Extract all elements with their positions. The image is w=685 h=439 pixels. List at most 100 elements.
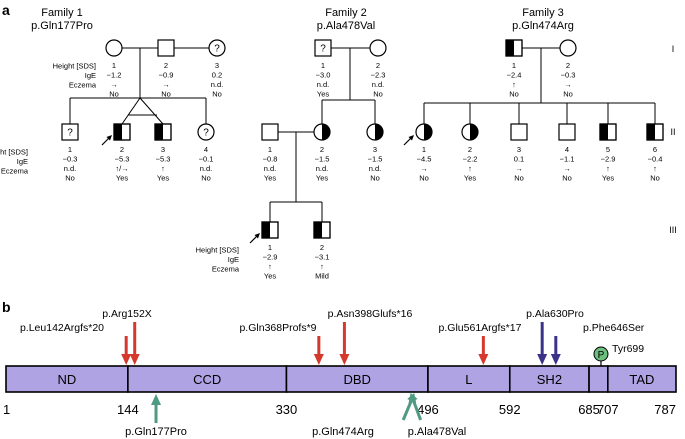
affected-half-fill	[647, 124, 655, 140]
ige-value: →	[420, 164, 428, 173]
member-number: 4	[204, 145, 208, 154]
domain-nd	[5, 365, 129, 393]
member-number: 2	[468, 145, 472, 154]
member-number: 3	[215, 61, 219, 70]
proband-arrow-head	[106, 135, 112, 141]
height-sds-value: −0.1	[199, 155, 214, 164]
family-3-gen-II-member-5: 5−2.9↑Yes	[599, 123, 617, 183]
height-sds-value: −4.5	[417, 155, 432, 164]
family-1-gen-II-member-3: 3−5.3↑Yes	[154, 123, 172, 183]
mutation-arrow-truncating-head	[313, 354, 324, 365]
mutation-arrow-bottom-shaft	[412, 400, 423, 421]
member-number: 1	[512, 61, 516, 70]
member-number: 2	[320, 243, 324, 252]
member-number: 2	[164, 61, 168, 70]
position-tick-label: 1	[3, 402, 10, 417]
family-1-gen-II-member-4: ?4−0.1n.d.No	[197, 123, 215, 183]
domain-label-ccd: CCD	[193, 372, 221, 387]
position-tick-label: 787	[654, 402, 676, 417]
domain-label-dbd: DBD	[343, 372, 370, 387]
member-number: 6	[653, 145, 657, 154]
eczema-value: No	[650, 174, 660, 183]
member-number: 4	[565, 145, 569, 154]
member-number: 1	[268, 243, 272, 252]
position-tick-label: 496	[417, 402, 439, 417]
proband-arrow-head	[408, 135, 414, 141]
height-sds-value: 0.1	[514, 155, 524, 164]
male-symbol-outline	[505, 39, 523, 57]
male-symbol-outline	[313, 221, 331, 239]
family-1-title: Family 1	[41, 7, 83, 19]
eczema-value: No	[509, 90, 519, 99]
affected-half-fill	[155, 124, 163, 140]
phosphorylation-symbol: P	[598, 350, 605, 361]
mutation-arrow-bottom-head	[151, 394, 162, 405]
eczema-label: Eczema	[1, 167, 29, 176]
female-symbol	[559, 39, 577, 57]
male-symbol-outline	[113, 123, 131, 141]
domain-dbd	[285, 365, 429, 393]
panel-b-label: b	[2, 299, 11, 315]
ige-value: →	[515, 164, 523, 173]
affected-half-fill	[322, 124, 330, 140]
position-tick-label: 685	[578, 402, 600, 417]
eczema-value: No	[65, 174, 75, 183]
mutation-arrow-truncating-head	[478, 354, 489, 365]
affected-half-fill	[314, 222, 322, 238]
unknown-status-mark: ?	[67, 128, 73, 139]
affected-half-fill	[262, 222, 270, 238]
mutation-arrow-missense-head	[537, 354, 548, 365]
family-2-gen-I-member-1: ?1−3.0n.d.Yes	[314, 39, 332, 99]
eczema-value: No	[370, 174, 380, 183]
affected-half-fill	[506, 40, 514, 56]
eczema-value: No	[419, 174, 429, 183]
domain-label-sh2: SH2	[537, 372, 562, 387]
family-2-gen-III-member-2: 2−3.1↑Mild	[313, 221, 331, 281]
ige-value: n.d.	[264, 164, 277, 173]
ige-value: ↑	[268, 262, 272, 271]
eczema-value: No	[373, 90, 383, 99]
eczema-value: No	[563, 90, 573, 99]
position-tick-label: 144	[117, 402, 139, 417]
ige-value: ↑/→	[115, 164, 128, 173]
mutation-label-bottom: p.Gln474Arg	[312, 426, 374, 438]
ige-value: →	[110, 80, 118, 89]
height-sds-value: −2.3	[371, 71, 386, 80]
eczema-value: Yes	[602, 174, 614, 183]
domain-l	[427, 365, 511, 393]
family-2-gen-II-member-2: 2−1.5n.d.Yes	[313, 123, 331, 183]
ige-value: ↑	[320, 262, 324, 271]
family-3-gen-II-member-3: 30.1→No	[510, 123, 528, 183]
mutation-label-bottom: p.Gln177Pro	[125, 426, 187, 438]
male-symbol-outline	[154, 123, 172, 141]
female-symbol	[197, 123, 215, 141]
height-sds-value: −0.4	[648, 155, 663, 164]
height-sds-value: −1.5	[368, 155, 383, 164]
ige-value: ↑	[468, 164, 472, 173]
male-symbol	[510, 123, 528, 141]
male-symbol	[558, 123, 576, 141]
domain-label-tad: TAD	[629, 372, 654, 387]
ige-label: IgE	[17, 157, 28, 166]
height-sds-value: 0.2	[212, 71, 222, 80]
ige-value: n.d.	[316, 164, 329, 173]
height-sds-value: −5.3	[115, 155, 130, 164]
height-sds-value: −2.4	[507, 71, 522, 80]
female-symbol	[208, 39, 226, 57]
mutation-arrow-bottom-head	[408, 393, 418, 403]
ige-value: n.d.	[211, 80, 224, 89]
male-symbol	[314, 39, 332, 57]
family-1-gen-II-member-1: ?1−0.3n.d.No	[61, 123, 79, 183]
mutation-label-top: p.Leu142Argfs*20	[20, 322, 104, 334]
mutation-label-top: p.Glu561Argfs*17	[439, 322, 522, 334]
ige-value: ↑	[653, 164, 657, 173]
height-sds-label: Height [SDS]	[196, 246, 239, 255]
member-number: 1	[422, 145, 426, 154]
eczema-value: Yes	[264, 174, 276, 183]
mutation-arrow-bottom-shaft	[401, 400, 413, 421]
generation-label-ii: II	[670, 127, 675, 137]
unknown-status-mark: ?	[214, 44, 220, 55]
family-1-gen-II-member-2: 2−5.3↑/→Yes	[101, 123, 131, 183]
